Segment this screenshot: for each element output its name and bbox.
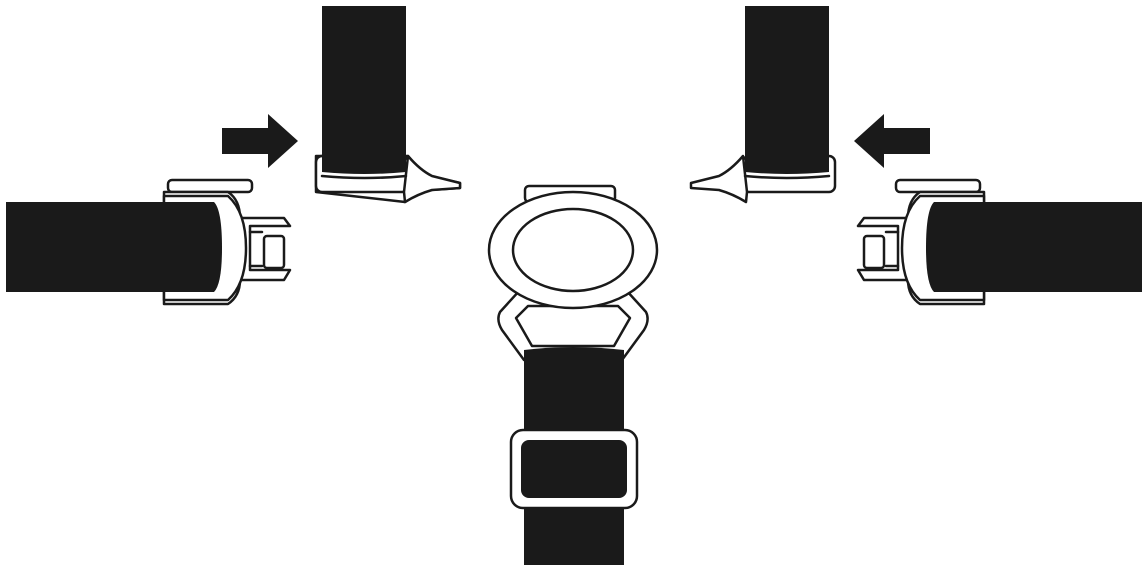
left-waist-strap xyxy=(6,202,222,292)
left-waist-assembly xyxy=(6,178,292,306)
strap-adjuster xyxy=(509,428,639,510)
right-shoulder-assembly xyxy=(689,6,837,204)
crotch-strap-assembly xyxy=(509,347,639,565)
arrow-left-icon xyxy=(854,114,930,168)
left-shoulder-assembly xyxy=(314,6,462,204)
left-shoulder-strap xyxy=(322,6,406,174)
right-waist-strap xyxy=(926,202,1142,292)
right-shoulder-strap xyxy=(745,6,829,174)
center-buckle xyxy=(487,184,659,362)
right-waist-assembly xyxy=(856,178,1142,306)
arrow-right-icon xyxy=(222,114,298,168)
